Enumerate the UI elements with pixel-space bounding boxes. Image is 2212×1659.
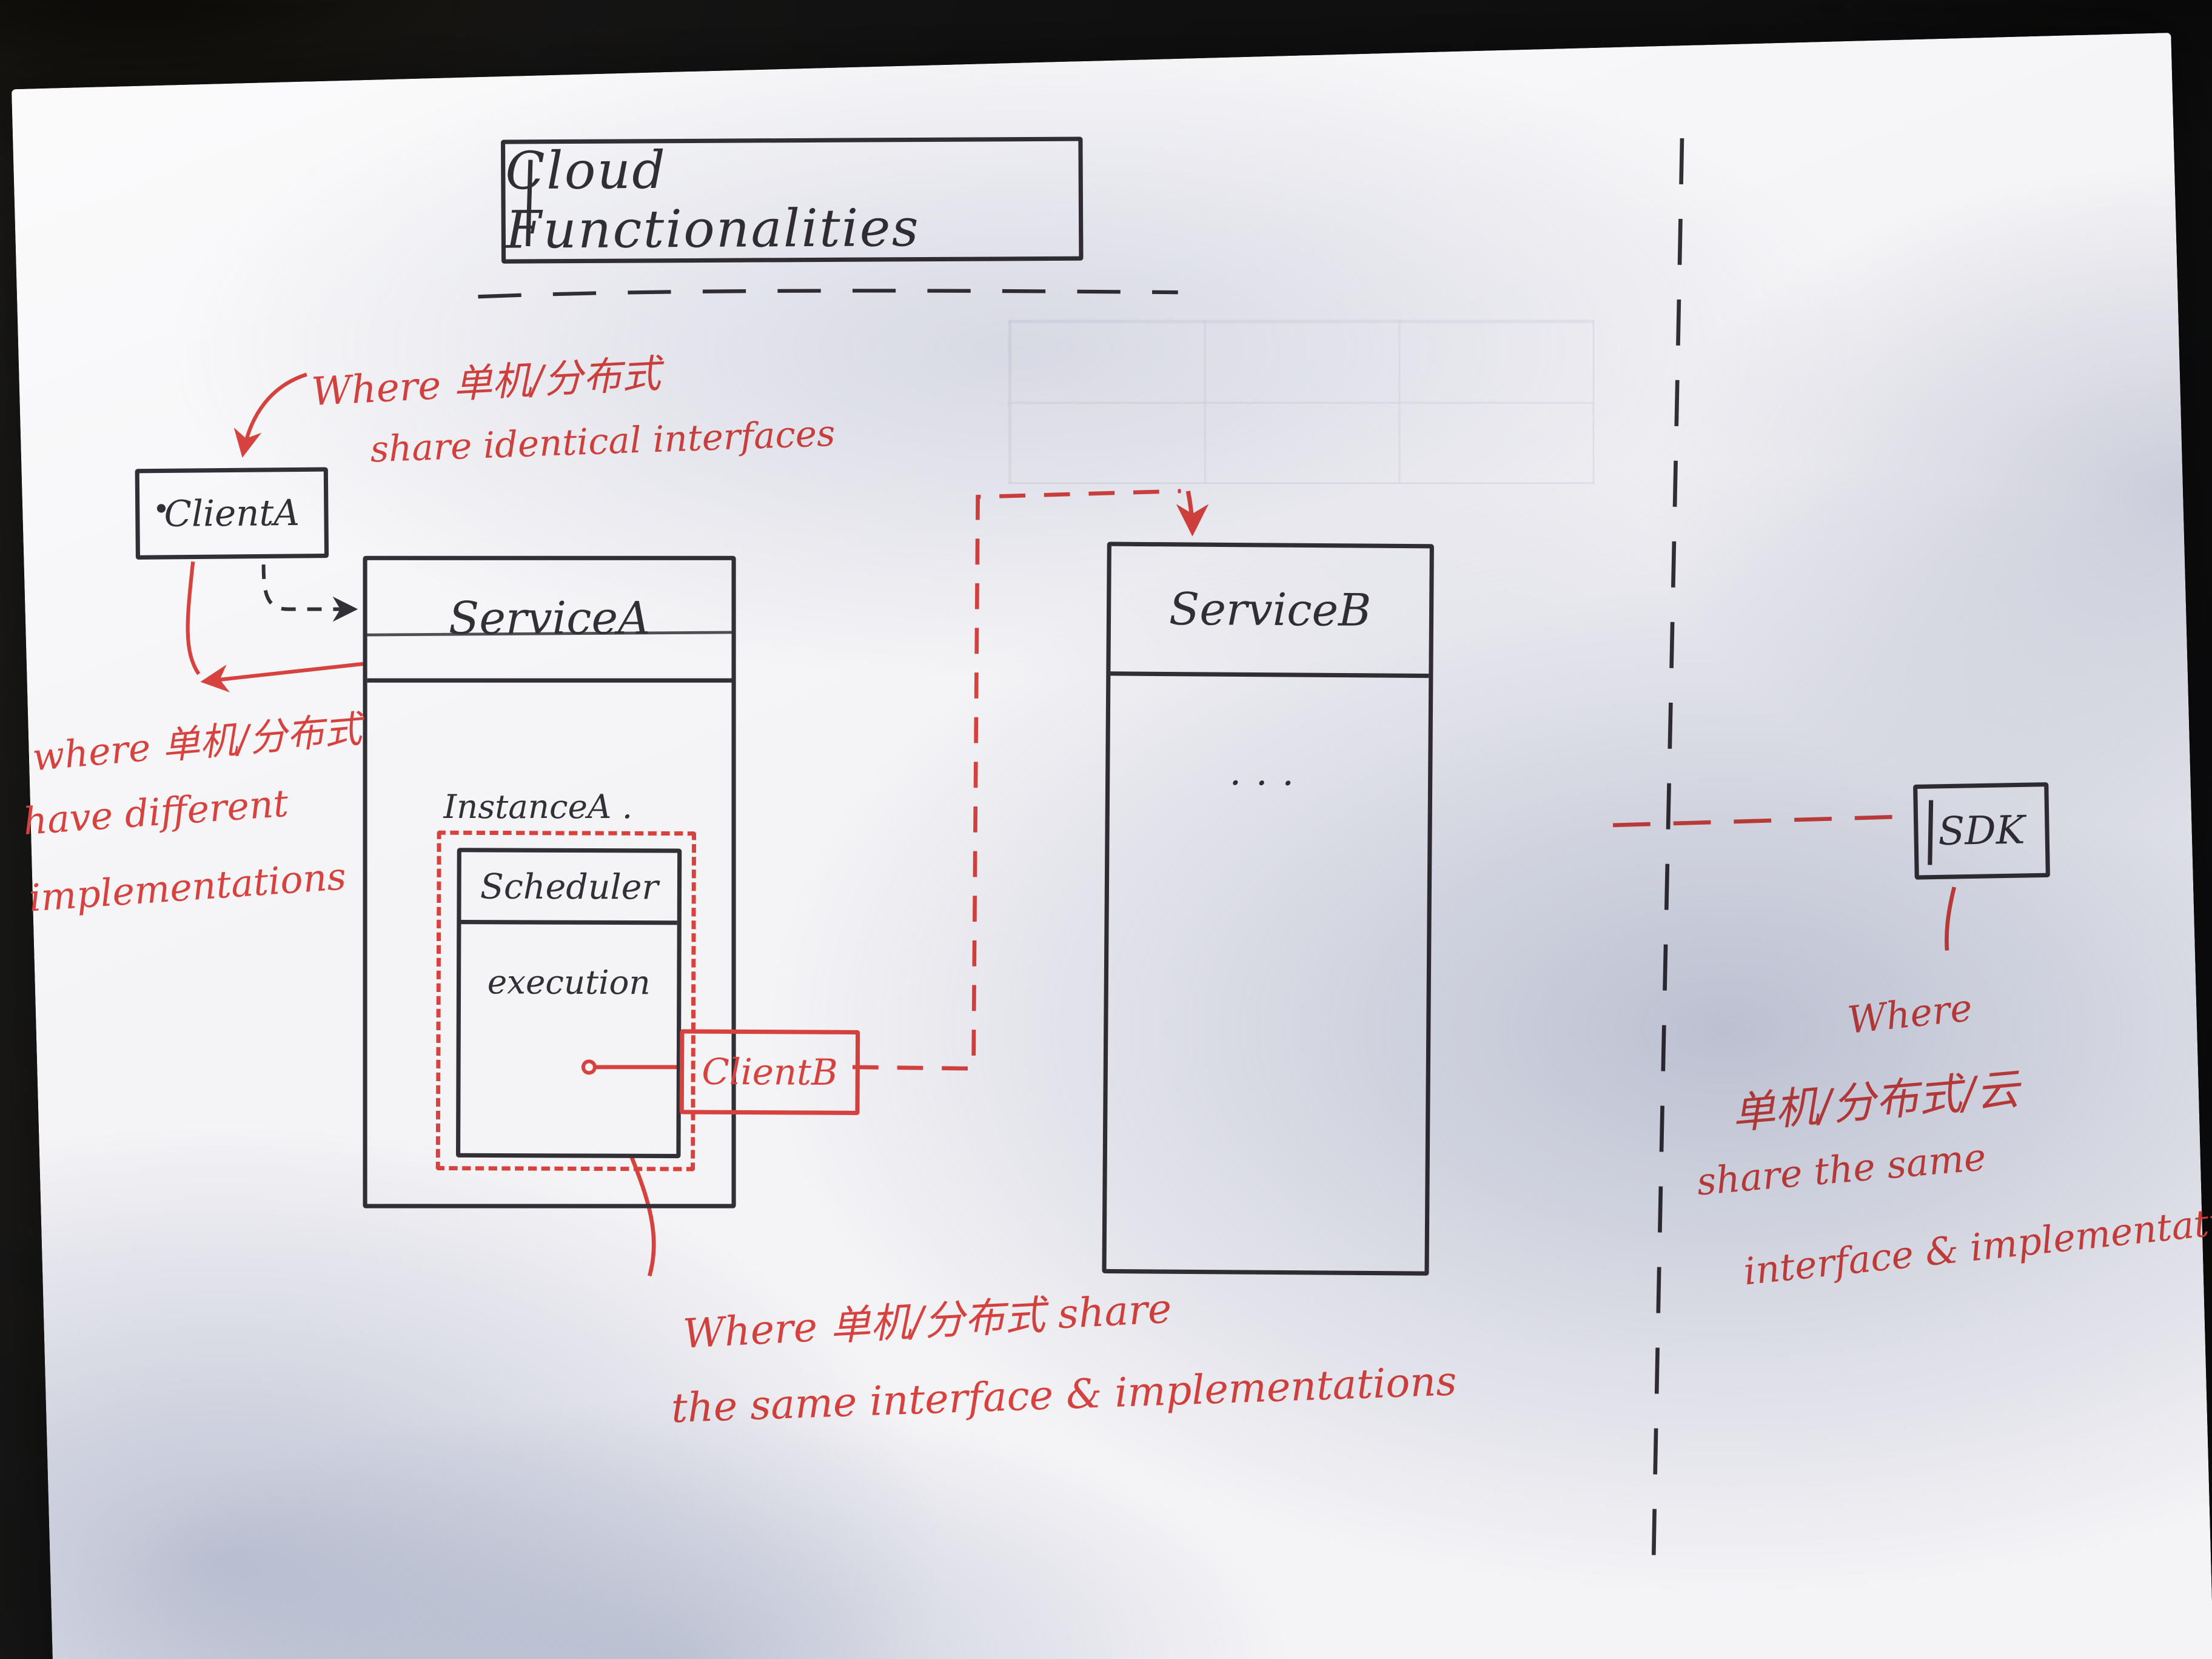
scheduler-label: Scheduler: [480, 866, 659, 907]
service-b-ellipsis: ...: [1229, 751, 1309, 796]
sdk-box: SDK: [1913, 782, 2050, 880]
title-box: Cloud Functionalities: [500, 136, 1084, 264]
clientb-to-serviceb-dashed-route: [852, 489, 1181, 1071]
annotation-arrow-to-clienta: [233, 372, 307, 458]
service-a-box: ServiceA: [363, 555, 736, 1208]
ink-tick: [1928, 800, 1933, 865]
clienta-bullet-dot: [156, 504, 166, 513]
clienta-to-servicea-dashed-arrow: [261, 564, 358, 622]
sdk-label: SDK: [1937, 808, 2026, 854]
client-b-box: ClientB: [679, 1029, 860, 1116]
service-b-header: ServiceB: [1110, 546, 1430, 679]
execution-port-dot: [581, 1059, 597, 1075]
service-b-label: ServiceB: [1168, 583, 1372, 637]
red-curve-from-clienta: [186, 561, 201, 675]
client-a-label: ClientA: [164, 492, 300, 535]
separator-to-sdk-dashed-line: [1612, 814, 1907, 828]
instance-to-note-curve: [629, 1154, 656, 1277]
diagram-title: Cloud Functionalities: [505, 141, 920, 261]
client-b-label: ClientB: [702, 1051, 838, 1094]
scheduler-box: Scheduler execution: [455, 848, 682, 1159]
execution-label: execution: [487, 964, 651, 1003]
service-a-header: ServiceA: [367, 560, 732, 683]
column-separator-dashed-line: [1651, 138, 1684, 1581]
instance-a-label: InstanceA .: [443, 789, 633, 827]
faint-pencil-grid: [1008, 320, 1595, 484]
execution-area: execution: [461, 965, 677, 1003]
client-a-box: ClientA: [135, 467, 329, 560]
scheduler-header: Scheduler: [461, 852, 678, 925]
sdk-tail-line: [1945, 886, 1957, 951]
title-underline-dashed: [478, 289, 1178, 299]
red-link-from-servicea-arrow: [200, 662, 363, 692]
service-a-label: ServiceA: [448, 593, 651, 646]
serviceb-entry-arrow: [1176, 491, 1209, 537]
service-b-box: ServiceB ...: [1102, 541, 1434, 1276]
